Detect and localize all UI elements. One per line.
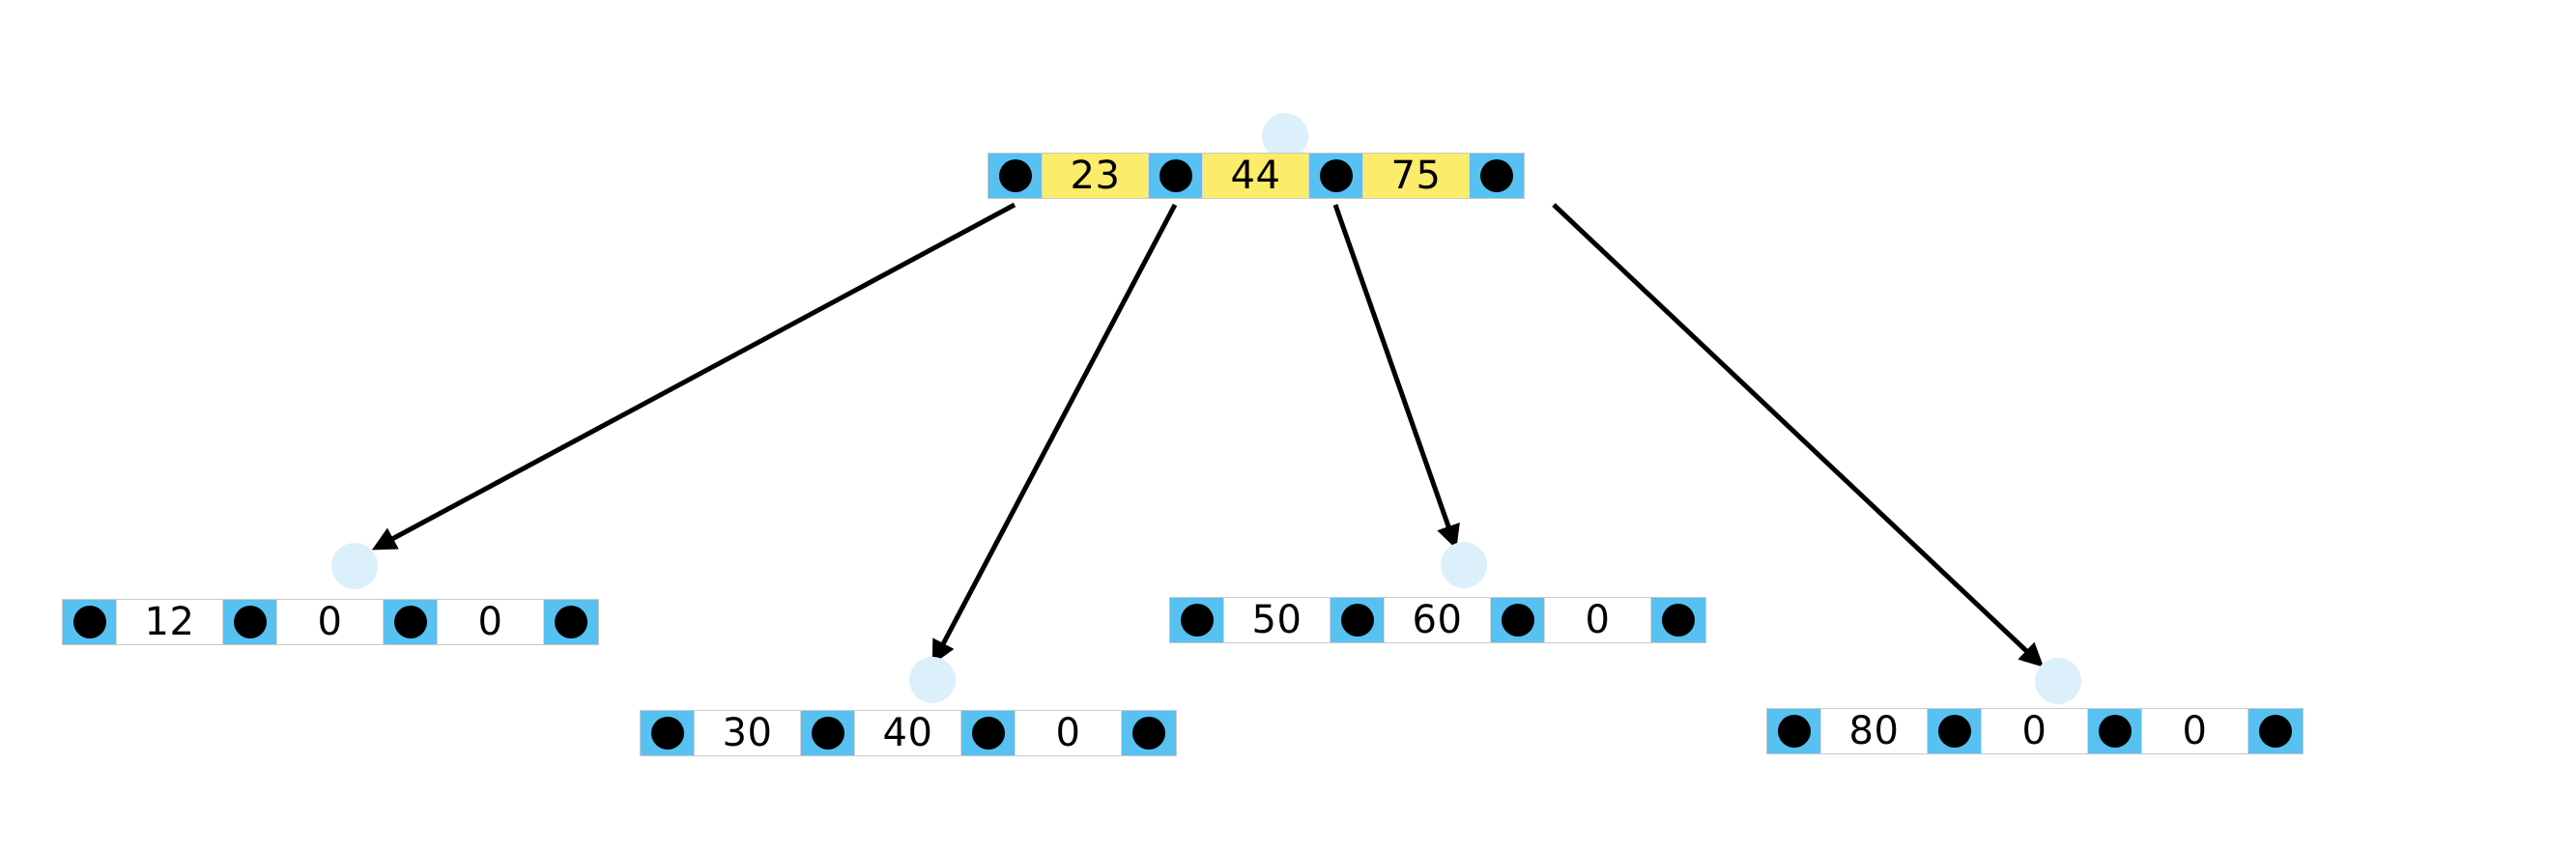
leaf-4-pointer-dot-1 (1937, 715, 1971, 748)
leaf-1-pointer-cell-0[interactable] (63, 600, 117, 644)
leaf-2-pointer-cell-3[interactable] (1122, 711, 1176, 755)
btree-node-root[interactable]: 23 44 75 (987, 153, 1525, 199)
anchor-leaf-4-marker (2035, 658, 2081, 704)
leaf-2-value-cell-0[interactable]: 30 (695, 711, 801, 755)
leaf-4-pointer-dot-2 (2098, 715, 2132, 748)
leaf-4-pointer-cell-1[interactable] (1928, 709, 1982, 753)
leaf-3-value-cell-2[interactable]: 0 (1545, 598, 1651, 642)
leaf-3-value-cell-1[interactable]: 60 (1385, 598, 1491, 642)
leaf-4-pointer-cell-0[interactable] (1767, 709, 1821, 753)
leaf-3-pointer-cell-2[interactable] (1491, 598, 1545, 642)
btree-node-leaf-1[interactable]: 12 0 0 (62, 599, 599, 645)
leaf-2-value-cell-2[interactable]: 0 (1016, 711, 1122, 755)
edges-group (371, 202, 2045, 667)
root-value-cell-0[interactable]: 23 (1043, 154, 1149, 198)
leaf-4-pointer-cell-2[interactable] (2088, 709, 2142, 753)
leaf-1-pointer-dot-0 (72, 606, 106, 638)
btree-node-leaf-2[interactable]: 30 40 0 (640, 710, 1177, 756)
edge-root-p0-leaf-1 (371, 202, 1016, 551)
leaf-1-pointer-cell-3[interactable] (544, 600, 598, 644)
root-pointer-dot-3 (1480, 159, 1513, 192)
leaf-1-value-cell-0[interactable]: 12 (117, 600, 223, 644)
anchor-leaf-2-marker (909, 657, 956, 703)
leaf-3-pointer-dot-0 (1180, 604, 1214, 637)
leaf-3-pointer-cell-0[interactable] (1170, 598, 1224, 642)
leaf-4-pointer-dot-3 (2259, 715, 2292, 748)
root-pointer-dot-0 (998, 159, 1032, 192)
leaf-3-pointer-dot-1 (1340, 604, 1374, 637)
leaf-2-pointer-cell-1[interactable] (801, 711, 855, 755)
leaf-4-value-cell-2[interactable]: 0 (2142, 709, 2248, 753)
leaf-2-pointer-dot-2 (971, 717, 1005, 750)
leaf-1-pointer-dot-1 (233, 606, 267, 638)
anchor-leaf-1-marker (331, 543, 378, 589)
leaf-3-pointer-cell-3[interactable] (1651, 598, 1705, 642)
leaf-1-pointer-dot-3 (555, 606, 587, 638)
anchor-root-marker (1262, 113, 1308, 159)
leaf-1-pointer-cell-2[interactable] (384, 600, 438, 644)
leaf-3-pointer-dot-2 (1501, 604, 1534, 637)
leaf-3-pointer-dot-3 (1662, 604, 1695, 637)
edge-root-p2-leaf-3 (1332, 204, 1460, 550)
btree-node-leaf-3[interactable]: 50 60 0 (1169, 597, 1706, 643)
leaf-1-pointer-cell-1[interactable] (223, 600, 277, 644)
root-pointer-cell-2[interactable] (1309, 154, 1363, 198)
root-pointer-cell-1[interactable] (1149, 154, 1203, 198)
root-pointer-cell-3[interactable] (1470, 154, 1524, 198)
leaf-2-pointer-dot-1 (811, 717, 844, 750)
leaf-1-value-cell-2[interactable]: 0 (438, 600, 544, 644)
leaf-1-value-cell-1[interactable]: 0 (277, 600, 384, 644)
leaf-2-value-cell-1[interactable]: 40 (855, 711, 961, 755)
leaf-2-pointer-cell-0[interactable] (641, 711, 695, 755)
leaf-4-value-cell-1[interactable]: 0 (1982, 709, 2088, 753)
leaf-2-pointer-cell-2[interactable] (961, 711, 1016, 755)
leaf-2-pointer-dot-0 (650, 717, 684, 750)
root-value-cell-1[interactable]: 44 (1203, 154, 1309, 198)
leaf-1-pointer-dot-2 (393, 606, 427, 638)
edge-root-p1-leaf-2 (931, 203, 1178, 666)
leaf-3-pointer-cell-1[interactable] (1331, 598, 1385, 642)
leaf-2-pointer-dot-3 (1132, 717, 1165, 750)
leaf-4-value-cell-0[interactable]: 80 (1821, 709, 1928, 753)
leaf-4-pointer-cell-3[interactable] (2248, 709, 2303, 753)
leaf-3-value-cell-0[interactable]: 50 (1224, 598, 1331, 642)
root-pointer-dot-1 (1159, 159, 1192, 192)
root-pointer-cell-0[interactable] (988, 154, 1043, 198)
anchor-leaf-3-marker (1441, 542, 1487, 588)
root-value-cell-2[interactable]: 75 (1363, 154, 1470, 198)
edge-root-p3-leaf-4 (1552, 203, 2045, 667)
root-pointer-dot-2 (1319, 159, 1353, 192)
btree-node-leaf-4[interactable]: 80 0 0 (1766, 708, 2304, 754)
leaf-4-pointer-dot-0 (1777, 715, 1811, 748)
